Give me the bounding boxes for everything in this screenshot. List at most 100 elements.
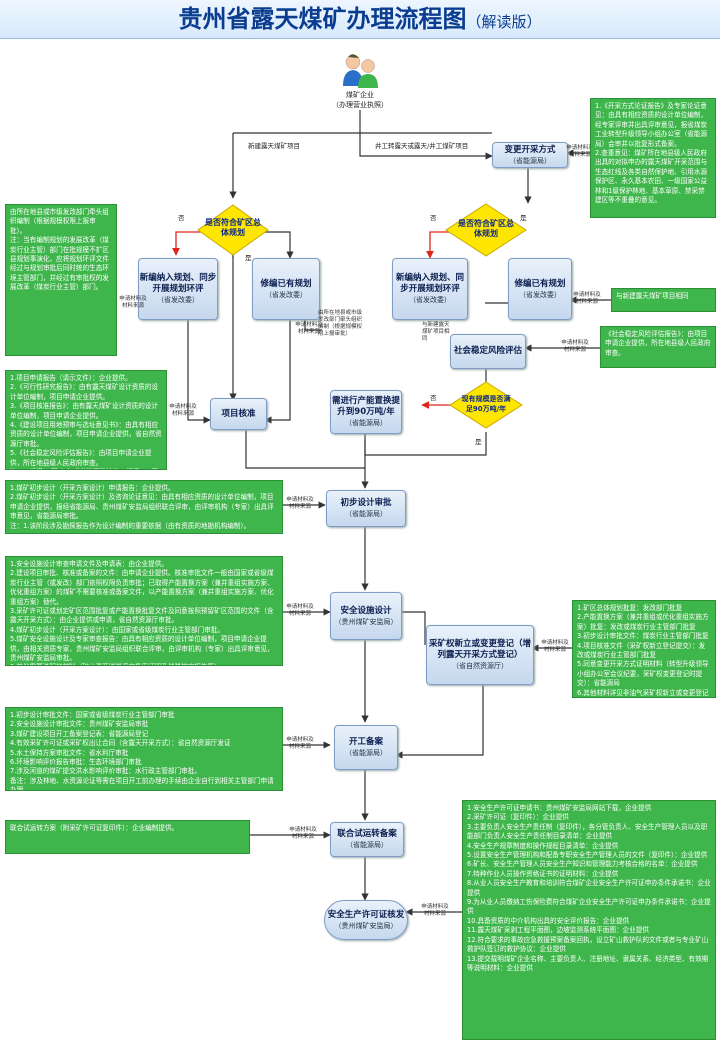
note-line: 4.有效采矿许可证或采矿权出让合同（含露天开采方式）：省自然资源厅发证 xyxy=(10,739,231,748)
step-dept: （省能源局） xyxy=(345,749,387,757)
decision-left-plan-shape xyxy=(197,204,269,256)
material-label: 申请材料及材料来源 xyxy=(169,404,197,417)
step-dept: （省能源局） xyxy=(345,510,387,518)
step-main: 新编纳入规划、同步开展规划环评 xyxy=(139,273,217,294)
note-line: 4.安全生产规章制度和操作规程目录清单：企业提供 xyxy=(467,841,619,850)
start-line1: 煤矿企业 xyxy=(346,91,374,99)
note-line: 4.项目核准文件（采矿权新立登记提交）：发改或煤炭行业主管部门批复 xyxy=(577,641,706,660)
note-under-right: 与新建露天煤矿项目相同 xyxy=(422,322,450,342)
step-main: 安全生产许可证核发 xyxy=(327,909,405,920)
note-line: 5.水土保持方案审批文件：省水利厅审批 xyxy=(10,748,129,757)
step-permit[interactable]: 安全生产许可证核发 （贵州煤矿安监局） xyxy=(324,900,408,940)
step-dept: （省能源局） xyxy=(509,156,551,165)
note-line: 1.初步设计审批文件：国家或省级煤炭行业主管部门审批 xyxy=(10,711,175,719)
note-change-method: 1.《开采方式论证报告》及专家论证意见：由具有相应资质的设计单位编制，经专家评审… xyxy=(590,98,716,218)
step-dept: （省发改委） xyxy=(157,296,199,304)
step-main: 安全设施设计 xyxy=(340,605,392,616)
step-trial[interactable]: 联合试运转备案 （省能源局） xyxy=(330,822,404,857)
no-label: 否 xyxy=(178,214,185,222)
step-risk[interactable]: 社会稳定风险评估 xyxy=(450,334,526,369)
note-line: 注：当有编制规划的发展改革（煤炭行业主管）部门在批规模不扩区县规划事演化，应将规… xyxy=(10,236,109,292)
note-line: 5.煤矿安全设施设计及专家审查报告：由具有相应资质的设计单位编制，项目申请企业提… xyxy=(10,635,274,663)
note-line: 《社会稳定风险评估报告》：由项目申请企业提供，所在地县级人民政府审查。 xyxy=(605,330,711,357)
step-new-plan-right[interactable]: 新编纳入规划、同步开展规划环评 （省发改委） xyxy=(392,258,468,320)
note-line: 注：1.该阶段涉及勘探报告作为设计编制的重要依据（由有资质的地勘机构编制）。 xyxy=(10,521,251,530)
material-label: 申请材料及材料来源 xyxy=(119,296,147,309)
note-line: 2.建设项目审批、核准或备案的文件：由申请企业提供。核准审批文件一般由国家或省级… xyxy=(10,569,274,606)
step-prelim[interactable]: 初步设计审批 （省能源局） xyxy=(326,490,406,527)
yes-label: 是 xyxy=(475,438,482,446)
step-main: 社会稳定风险评估 xyxy=(453,346,522,356)
step-main: 项目核准 xyxy=(221,408,256,419)
step-dept: （贵州煤矿安监局） xyxy=(334,617,398,626)
note-line: 1.安全生产许可证申请书：贵州煤矿安监局网站下载，企业提供 xyxy=(467,804,652,812)
material-label: 申请材料及材料来源 xyxy=(421,904,449,917)
step-approval[interactable]: 项目核准 xyxy=(210,398,267,430)
step-safety[interactable]: 安全设施设计 （贵州煤矿安监局） xyxy=(330,592,402,640)
note-revise-right: 与新建露天煤矿项目相同 xyxy=(611,288,716,312)
step-main: 初步设计审批 xyxy=(340,498,392,508)
step-main: 变更开采方式 xyxy=(504,144,556,155)
note-line: 11.露天煤矿采剥工程平面图，边坡监测系统平面图：企业提供 xyxy=(467,926,649,935)
yes-label: 是 xyxy=(520,214,527,222)
decision-right-plan: 是否符合矿区总体规划 xyxy=(458,219,514,238)
note-line: 9.为从业人员缴纳工伤保险费符合煤矿企业安全生产许可证申办条件承诺书：企业提供 xyxy=(467,898,711,916)
step-new-plan-left[interactable]: 新编纳入规划、同步开展规划环评 （省发改委） xyxy=(138,258,218,320)
step-dept: （省发改委） xyxy=(265,290,307,299)
note-line: 与新建露天煤矿项目相同 xyxy=(616,292,689,300)
no-label: 否 xyxy=(430,214,437,222)
material-label: 申请材料及材料来源 xyxy=(295,322,323,335)
note-prelim: 1.煤矿初步设计（开采方案设计）申请报告：企业提供。2.煤矿初步设计（开采方案设… xyxy=(5,480,283,534)
note-under-left: 由所在地县或市级发改部门牵头组织编制（根据规模权限上报审批） xyxy=(318,310,363,337)
note-line: 4.《建设项目用地预审与选址意见书》：由具有相应资质的设计单位编制，项目申请企业… xyxy=(10,421,162,448)
step-revise-plan-right[interactable]: 修编已有规划 （省发改委） xyxy=(508,258,572,320)
decision-scale-shape xyxy=(449,381,523,429)
note-line: 3.主要负责人安全生产责任制（复印件），各分管负责人、安全生产管理人员以及职能部… xyxy=(467,822,708,841)
step-filing[interactable]: 开工备案 （省能源局） xyxy=(334,725,398,770)
note-line: 3.初步设计审批文件：煤炭行业主管部门批复 xyxy=(577,632,709,641)
step-dept: （省发改委） xyxy=(409,296,451,304)
note-line: 3.《项目核准报告》：由有露天煤矿设计资质的设计单位编制，项目申请企业提供。 xyxy=(10,402,159,420)
note-line: 6.环境影响评价报告审批：生态环境部门审批 xyxy=(10,758,142,767)
step-capacity[interactable]: 需进行产能置换提升到90万吨/年 （省能源局） xyxy=(330,390,402,434)
step-change-method[interactable]: 变更开采方式 （省能源局） xyxy=(492,142,568,168)
note-line: 4.煤矿初步设计（开采方案设计）：由国家或省级煤炭行业主管部门审批。 xyxy=(10,625,224,634)
step-dept: （省发改委） xyxy=(519,290,561,299)
note-line: 6.矿长、安全生产管理人员安全生产知识和管理能力考核合格的名单：企业提供 xyxy=(467,860,698,869)
step-main: 开工备案 xyxy=(348,737,383,747)
step-license[interactable]: 采矿权新立或变更登记（增列露天开采方式登记） （省自然资源厅） xyxy=(426,625,534,685)
no-label: 否 xyxy=(430,394,437,402)
branch-new-label: 新建露天煤矿项目 xyxy=(248,142,300,150)
note-left-plan: 由所在地县或市级发改部门牵头组织编制（根据规模权限上报审批）。注：当有编制规划的… xyxy=(5,204,117,356)
step-main: 联合试运转备案 xyxy=(337,829,397,839)
note-line: 3.采矿许可证或划定矿区范围批复或产能置换批复文件及同意按照预留矿区范围的文件（… xyxy=(10,607,274,625)
note-line: 1.项目申请报告（请示文件）：企业提供。 xyxy=(10,374,132,382)
step-main: 修编已有规划 xyxy=(260,278,312,289)
note-line: 2.采矿许可证（复印件）：企业提供 xyxy=(467,813,569,822)
note-trial: 联合试运转方案（附采矿许可证复印件）：企业编制提供。 xyxy=(5,820,250,854)
step-dept: （贵州煤矿安监局） xyxy=(334,921,398,930)
note-line: 7.涉及河道的煤矿提交洪水影响评价审批：水行政主管部门审批。 xyxy=(10,767,201,776)
step-main: 采矿权新立或变更登记（增列露天开采方式登记） xyxy=(428,639,531,660)
note-risk: 《社会稳定风险评估报告》：由项目申请企业提供，所在地县级人民政府审查。 xyxy=(600,326,716,368)
material-label: 申请材料及材料来源 xyxy=(289,827,317,840)
material-label: 申请材料及材料来源 xyxy=(573,292,601,305)
note-line: 6.其他材料详见非油气采矿权新立或变更登记办事指南：省自然资源厅 xyxy=(577,688,709,697)
note-line: 2.《可行性研究报告》：由有露天煤矿设计资质的设计单位编制，项目申请企业提供。 xyxy=(10,383,159,401)
material-label: 申请材料及材料来源 xyxy=(286,604,314,617)
note-line: 1.安全设施设计审查申请文件及申请表：由企业提供。 xyxy=(10,560,168,568)
note-safety: 1.安全设施设计审查申请文件及申请表：由企业提供。2.建设项目审批、核准或备案的… xyxy=(5,556,283,666)
note-line: 10.具备资质的中介机构出具的安全评价报告：企业提供 xyxy=(467,916,630,925)
step-revise-plan-left[interactable]: 修编已有规划 （省发改委） xyxy=(252,258,320,320)
branch-convert-label: 井工转露天或露天/井工煤矿项目 xyxy=(375,142,469,150)
note-line: 注：1.规模90万吨/年或省能源局核准；规模120万吨/年及以上在国家发改委、国… xyxy=(10,468,162,469)
note-line: 13.提交载明煤矿企业名称、主要负责人、注册地址、隶属关系、经济类型、有效期等说… xyxy=(467,954,709,972)
note-line: 2.查重意见：煤矿所在地县级人民政府出具的对拟申办的露天煤矿开采范围与生态红线及… xyxy=(595,149,708,205)
material-label: 申请材料及材料来源 xyxy=(566,145,594,158)
note-line: 3.煤矿建设项目开工备案登记表：省能源局登记 xyxy=(10,729,149,738)
note-line: 12.符合要求的事故应急救援预案备案回执，设立矿山救护队的文件或者与专业矿山救护… xyxy=(467,935,709,954)
note-line: 1.《开采方式论证报告》及专家论证意见：由具有相应资质的设计单位编制，经专家评审… xyxy=(595,102,708,148)
